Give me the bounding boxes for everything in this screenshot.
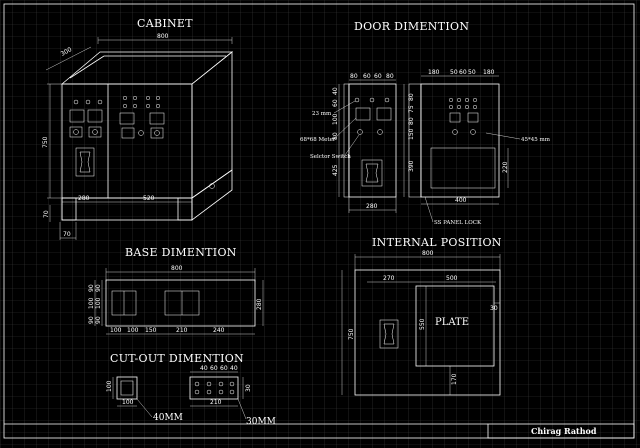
base-left-side-2: 100 xyxy=(88,297,95,309)
door-right-top-4: 50 xyxy=(468,69,476,76)
internal-offset-label: 270 xyxy=(383,275,395,282)
base-view: BASE DIMENTION 800 90 100 90 90 100 90 2… xyxy=(88,246,264,335)
door-right-side-2: 75 xyxy=(408,105,415,113)
base-bottom-4: 210 xyxy=(176,327,188,334)
cabinet-heading: CABINET xyxy=(137,17,193,30)
door-left-side-1: 40 xyxy=(332,87,339,95)
cabinet-height-label: 750 xyxy=(42,136,49,148)
base-left-side-3: 90 xyxy=(88,316,95,324)
base-height-label: 280 xyxy=(256,298,263,310)
door-right-height: 390 xyxy=(408,160,415,172)
cutout-right-top-3: 60 xyxy=(220,365,228,372)
cutout-right-width: 30 xyxy=(245,384,252,392)
base-right-side-2: 100 xyxy=(95,297,102,309)
door-view: DOOR DIMENTION 80 60 60 80 40 60 100 80 … xyxy=(300,20,551,226)
note-hole: 23 mm xyxy=(312,111,332,117)
cabinet-left-section-label: 280 xyxy=(78,195,90,202)
internal-right-gap-label: 30 xyxy=(490,305,498,312)
door-right-top-5: 180 xyxy=(483,69,495,76)
cutout-heading: CUT-OUT DIMENTION xyxy=(110,352,244,365)
base-left-side-1: 90 xyxy=(88,284,95,292)
base-right-side-3: 90 xyxy=(95,316,102,324)
cabinet-right-section-label: 520 xyxy=(143,195,155,202)
base-bottom-5: 240 xyxy=(213,327,225,334)
cabinet-depth-label: 300 xyxy=(60,46,74,58)
cutout-view: CUT-OUT DIMENTION 100 100 40MM 40 60 60 … xyxy=(106,352,276,427)
internal-width-label: 800 xyxy=(422,250,434,257)
door-left-side-4: 80 xyxy=(332,132,339,140)
title-block: Chirag Rathod xyxy=(4,423,635,439)
door-heading: DOOR DIMENTION xyxy=(354,20,469,33)
door-right-side-1: 80 xyxy=(408,93,415,101)
door-left-top-3: 60 xyxy=(374,73,382,80)
drawing-border xyxy=(3,3,635,439)
internal-height-label: 750 xyxy=(348,328,355,340)
plate-label: PLATE xyxy=(435,317,469,328)
door-small-dim: 220 xyxy=(502,161,509,173)
door-right-top-3: 60 xyxy=(459,69,467,76)
internal-view: INTERNAL POSITION 800 270 500 PLATE 30 7… xyxy=(341,236,502,396)
door-left-side-2: 60 xyxy=(332,99,339,107)
cutout-right-top-4: 40 xyxy=(230,365,238,372)
note-lock: SS PANEL LOCK xyxy=(434,220,482,226)
door-left-height: 425 xyxy=(332,164,339,176)
door-right-width: 400 xyxy=(455,197,467,204)
internal-heading: INTERNAL POSITION xyxy=(372,236,502,249)
note-square: 45*45 mm xyxy=(521,137,551,143)
door-right-side-4: 150 xyxy=(408,128,415,140)
base-bottom-3: 150 xyxy=(145,327,157,334)
door-right-side-3: 80 xyxy=(408,117,415,125)
note-switch: Selctor Switch xyxy=(310,154,351,160)
base-bottom-2: 100 xyxy=(127,327,139,334)
cutout-right-top-1: 40 xyxy=(200,365,208,372)
door-left-side-3: 100 xyxy=(332,113,339,125)
cutout-left-bottom: 100 xyxy=(122,399,134,406)
internal-bottom-gap-label: 170 xyxy=(451,373,458,385)
door-right-top-2: 50 xyxy=(450,69,458,76)
cutout-right-label: 30MM xyxy=(246,417,276,427)
door-left-top-2: 60 xyxy=(363,73,371,80)
internal-plate-width-label: 500 xyxy=(446,275,458,282)
base-bottom-1: 100 xyxy=(110,327,122,334)
cabinet-width-label: 800 xyxy=(157,33,169,40)
door-right-top-1: 180 xyxy=(428,69,440,76)
author-name: Chirag Rathod xyxy=(531,426,597,436)
cutout-right-top-2: 60 xyxy=(210,365,218,372)
cutout-left-label: 40MM xyxy=(153,413,183,423)
base-heading: BASE DIMENTION xyxy=(125,246,237,259)
cabinet-view: CABINET 800 300 75 xyxy=(42,17,234,240)
cutout-right-bottom: 210 xyxy=(210,399,222,406)
door-left-top-1: 80 xyxy=(350,73,358,80)
base-width-label: 800 xyxy=(171,265,183,272)
internal-plate-height-label: 550 xyxy=(419,318,426,330)
cabinet-foot-label: 70 xyxy=(63,231,71,238)
note-meter: 68*68 Meter xyxy=(300,137,336,143)
door-left-top-4: 80 xyxy=(386,73,394,80)
base-right-side-1: 90 xyxy=(95,284,102,292)
cabinet-base-height-label: 70 xyxy=(43,210,50,218)
cutout-left-top: 100 xyxy=(106,380,113,392)
door-left-width: 280 xyxy=(366,203,378,210)
